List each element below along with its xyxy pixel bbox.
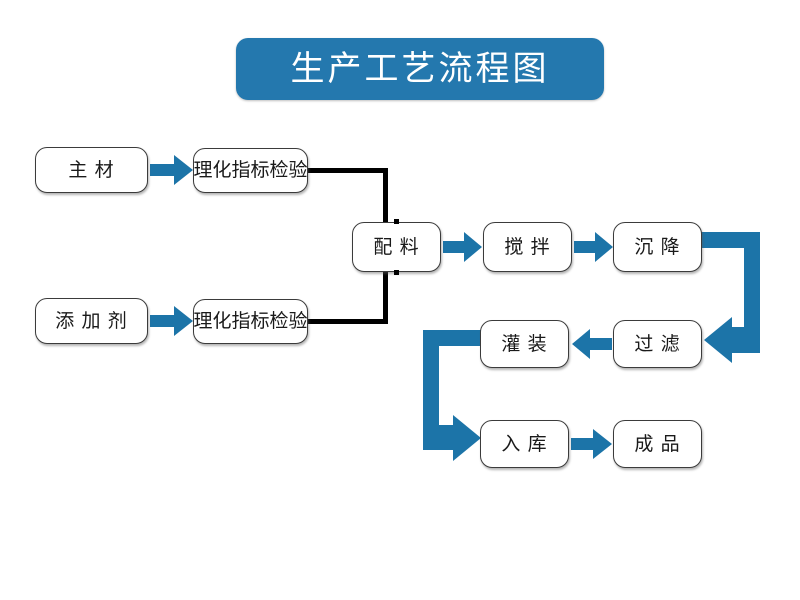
- arrow-additive-to-inspection: [150, 306, 193, 336]
- node-filtering[interactable]: 过 滤: [613, 320, 702, 368]
- arrow-filtering-to-filling: [572, 329, 612, 359]
- arrow-filling-to-warehousing-elbow: [423, 330, 481, 461]
- node-batching[interactable]: 配 料: [352, 222, 441, 272]
- node-label: 沉 降: [634, 236, 681, 258]
- arrow-warehousing-to-finished-product: [571, 429, 612, 459]
- node-filling[interactable]: 灌 装: [480, 320, 569, 368]
- node-inspection-bottom[interactable]: 理化指标检验: [193, 299, 308, 344]
- node-label: 入 库: [501, 433, 548, 455]
- node-label: 主 材: [68, 159, 115, 181]
- connector-handle-batching-top: [394, 219, 399, 224]
- page-title: 生产工艺流程图: [290, 50, 550, 88]
- node-label: 搅 拌: [504, 236, 551, 258]
- node-label: 过 滤: [634, 333, 681, 355]
- connector-inspection-top-horizontal: [306, 168, 388, 173]
- node-inspection-top[interactable]: 理化指标检验: [193, 148, 308, 193]
- connector-inspection-bottom-vertical: [383, 270, 388, 324]
- chart-title-banner: 生产工艺流程图: [236, 38, 604, 100]
- connector-inspection-top-vertical: [383, 168, 388, 224]
- node-warehousing[interactable]: 入 库: [480, 420, 569, 468]
- arrow-stirring-to-settling: [574, 232, 613, 262]
- node-stirring[interactable]: 搅 拌: [483, 222, 572, 272]
- node-label: 理化指标检验: [193, 311, 308, 332]
- node-label: 配 料: [373, 236, 420, 258]
- connector-inspection-bottom-horizontal: [306, 319, 388, 324]
- arrow-main-material-to-inspection: [150, 155, 193, 185]
- arrow-settling-to-filtering-elbow: [700, 232, 760, 363]
- node-main-material[interactable]: 主 材: [35, 147, 148, 193]
- node-label: 成 品: [634, 433, 681, 455]
- connector-handle-batching-bottom: [394, 270, 399, 275]
- node-finished-product[interactable]: 成 品: [613, 420, 702, 468]
- arrow-batching-to-stirring: [443, 232, 482, 262]
- node-label: 理化指标检验: [193, 160, 308, 181]
- node-label: 灌 装: [501, 333, 548, 355]
- node-additive[interactable]: 添 加 剂: [35, 298, 148, 344]
- node-label: 添 加 剂: [55, 310, 128, 332]
- node-settling[interactable]: 沉 降: [613, 222, 702, 272]
